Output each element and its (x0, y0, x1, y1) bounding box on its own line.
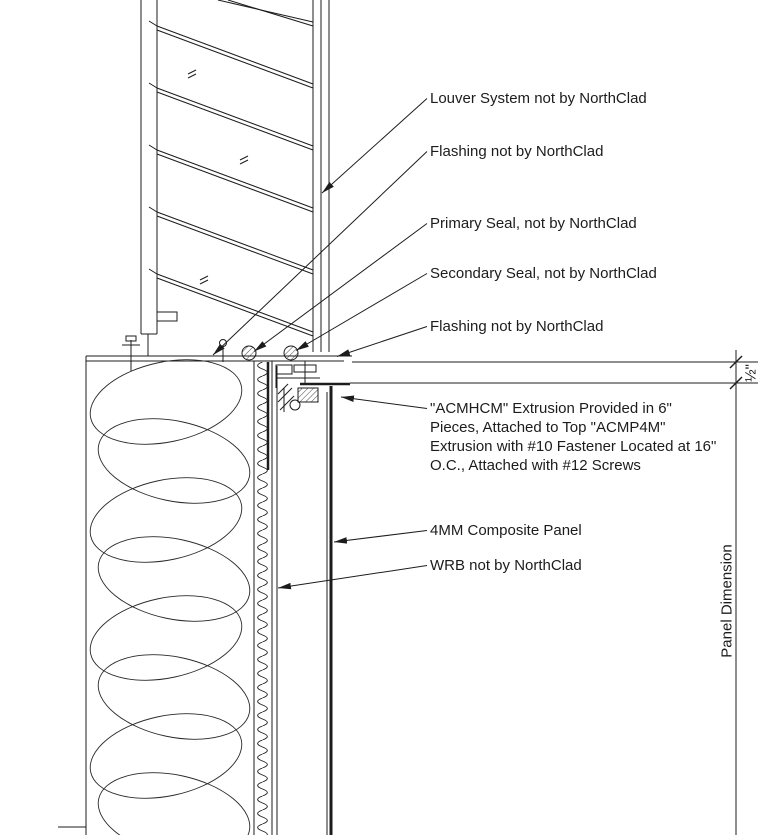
callout-wrb: WRB not by NorthClad (430, 557, 582, 574)
callout-primary-seal: Primary Seal, not by NorthClad (430, 215, 637, 232)
leader-wrb (277, 565, 428, 590)
sheathing-hatch (254, 362, 272, 835)
callout-panel: 4MM Composite Panel (430, 522, 582, 539)
callout-secondary-seal: Secondary Seal, not by NorthClad (430, 265, 657, 282)
leader-extrusion (340, 395, 428, 409)
dimension-half-inch: ½" (742, 364, 760, 382)
callout-louver: Louver System not by NorthClad (430, 90, 647, 107)
leader-secondary-seal (295, 273, 428, 351)
dimension-panel: Panel Dimension (718, 544, 736, 658)
seal-beads (241, 345, 299, 361)
extrusion-detail (266, 361, 350, 470)
leader-panel (333, 530, 428, 544)
sill-flashing (85, 355, 352, 369)
batt-insulation (89, 359, 251, 835)
louver-system (122, 0, 330, 371)
primary-seal-bead (241, 345, 257, 361)
leader-flashing-top (212, 151, 428, 356)
leader-primary-seal (253, 223, 428, 352)
wall-assembly (58, 361, 278, 835)
callout-extrusion: "ACMHCM" Extrusion Provided in 6" Pieces… (430, 400, 717, 474)
callout-flashing-top: Flashing not by NorthClad (430, 143, 604, 160)
secondary-seal-bead (283, 345, 299, 361)
composite-panel (326, 386, 333, 835)
leader-louver (321, 98, 428, 194)
dimension-lines (350, 350, 758, 835)
leader-lines (212, 98, 428, 590)
callout-flashing-lower: Flashing not by NorthClad (430, 318, 604, 335)
leader-flashing-lower (336, 326, 428, 357)
